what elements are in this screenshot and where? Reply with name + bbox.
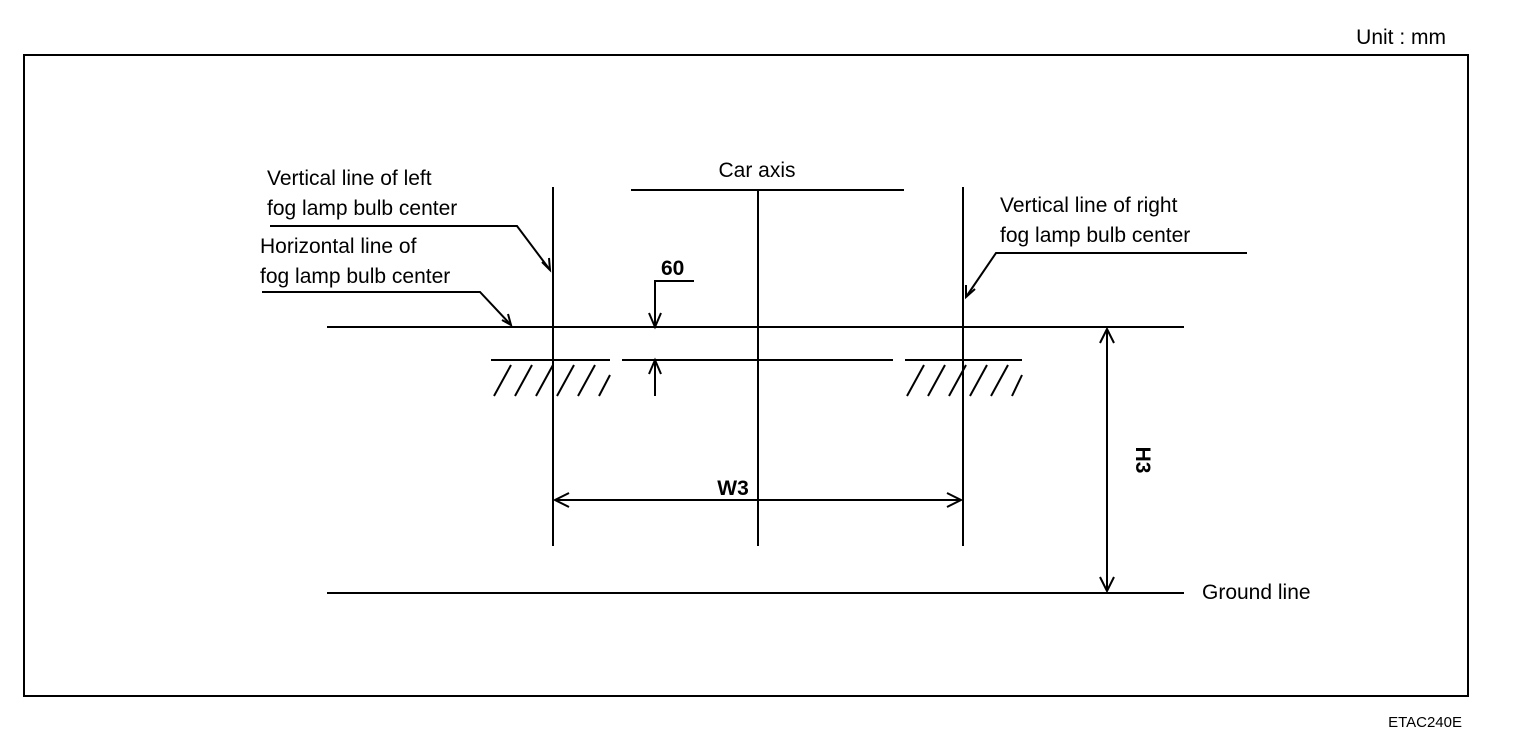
offset-dimension bbox=[648, 280, 694, 396]
right-vertical-leader bbox=[965, 252, 1247, 300]
left-vertical-label-line2: fog lamp bulb center bbox=[267, 197, 457, 220]
left-vertical-leader bbox=[270, 225, 552, 273]
right-vertical-label-line2: fog lamp bulb center bbox=[1000, 224, 1190, 247]
right-vertical-label-line1: Vertical line of right bbox=[1000, 194, 1178, 217]
horizontal-label-line1: Horizontal line of bbox=[260, 235, 417, 258]
offset-dimension-label: 60 bbox=[661, 257, 684, 280]
width-dimension bbox=[552, 492, 964, 508]
right-hatching bbox=[906, 364, 1023, 397]
unit-label: Unit : mm bbox=[1356, 26, 1446, 49]
height-dimension bbox=[1099, 326, 1115, 594]
figure-code: ETAC240E bbox=[1388, 714, 1462, 731]
ground-line-label: Ground line bbox=[1202, 581, 1311, 604]
horizontal-leader bbox=[262, 291, 513, 328]
diagram-frame bbox=[23, 54, 1469, 697]
height-dimension-label: H3 bbox=[1131, 447, 1154, 474]
horizontal-label-line2: fog lamp bulb center bbox=[260, 265, 450, 288]
car-axis-label: Car axis bbox=[718, 159, 795, 182]
left-vertical-label-line1: Vertical line of left bbox=[267, 167, 432, 190]
left-hatching bbox=[493, 364, 611, 397]
width-dimension-label: W3 bbox=[717, 477, 749, 500]
